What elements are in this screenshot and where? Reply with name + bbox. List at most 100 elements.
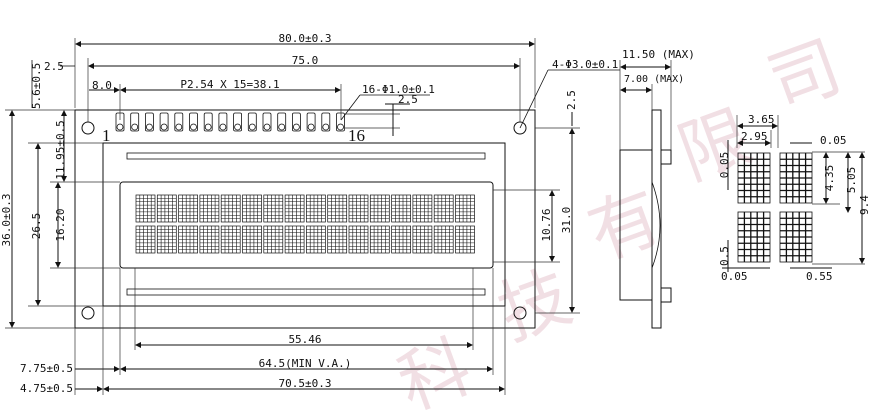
connector-pin <box>218 112 228 132</box>
char-cell <box>306 194 326 223</box>
detail-char-block <box>737 152 771 204</box>
char-cell <box>433 194 454 223</box>
dim-pin-holes: 16-Φ1.0±0.1 <box>362 83 435 96</box>
dim-viewing-top: 11.95±0.5 <box>54 120 67 180</box>
pin-label-first: 1 <box>102 126 111 145</box>
pin-hole <box>234 123 242 131</box>
char-cell <box>455 225 475 254</box>
connector-pin <box>306 112 316 132</box>
dim-pin-start: 8.0 <box>92 79 112 92</box>
front-view: 1 16 80.0±0.3 75.0 2.5 8.0 P2.54 X 15=38… <box>0 32 620 395</box>
connector-pin <box>247 112 257 132</box>
char-cell <box>433 225 454 254</box>
char-cell <box>412 194 433 223</box>
svg-text:有: 有 <box>578 175 672 276</box>
char-cell <box>284 225 305 254</box>
pin-hole <box>337 123 344 131</box>
detail-char-block <box>737 211 771 263</box>
dim-top-offset: 5.6±0.5 <box>30 63 43 109</box>
svg-text:科: 科 <box>388 325 482 418</box>
char-cell <box>391 225 411 254</box>
svg-text:司: 司 <box>758 25 852 126</box>
dim-overall-height: 36.0±0.3 <box>0 194 13 247</box>
char-cell <box>220 194 241 223</box>
dim-mount-holes: 4-Φ3.0±0.1 <box>552 58 618 71</box>
pin-label-last: 16 <box>348 126 365 145</box>
char-cell <box>369 194 390 223</box>
connector-pin <box>144 112 154 132</box>
svg-text:限: 限 <box>668 95 762 196</box>
pin-hole <box>292 123 300 131</box>
char-cell <box>178 225 198 254</box>
bezel-top-bar <box>126 152 486 160</box>
pin-hole <box>116 123 124 131</box>
char-cell <box>135 194 156 223</box>
dim-char-area-height: 10.76 <box>540 208 553 241</box>
side-module <box>619 149 653 301</box>
pin-hole <box>248 123 256 131</box>
pcb-outline <box>74 109 536 329</box>
dim-total-height: 9.4 <box>858 195 871 215</box>
pin-hole <box>131 123 139 131</box>
pin-hole <box>190 123 197 131</box>
char-cell <box>263 225 284 254</box>
dim-va-left: 7.75±0.5 <box>20 362 73 375</box>
dim-va-height: 16.20 <box>54 208 67 241</box>
pin-hole <box>204 123 212 131</box>
dim-va-width: 64.5(MIN V.A.) <box>259 357 352 370</box>
connector-pins <box>115 112 345 132</box>
pin-hole <box>307 123 315 131</box>
bezel-bottom-bar <box>126 288 486 296</box>
char-cell <box>455 194 475 223</box>
char-cell <box>306 225 326 254</box>
dim-char-area-width: 55.46 <box>288 333 321 346</box>
dim-pin-pitch: P2.54 X 15=38.1 <box>180 78 279 91</box>
dim-gap-bottom-left: 0.05 <box>721 270 748 283</box>
char-cell <box>199 194 220 223</box>
pin-hole <box>322 123 330 131</box>
connector-pin <box>277 112 287 132</box>
connector-pin <box>233 112 243 132</box>
dim-bezel-width: 70.5±0.3 <box>279 377 332 390</box>
connector-pin <box>336 112 345 132</box>
char-cell <box>263 194 284 223</box>
dim-gap-top: 0.05 <box>718 152 731 179</box>
char-cell <box>327 225 348 254</box>
char-cell <box>156 225 177 254</box>
connector-pin <box>291 112 301 132</box>
dim-module-thickness: 7.00 (MAX) <box>624 74 684 85</box>
char-cell <box>220 225 241 254</box>
pin-hole <box>160 123 168 131</box>
dim-max-thickness: 11.50 (MAX) <box>622 48 695 61</box>
connector-pin <box>130 112 140 132</box>
connector-pin <box>174 112 184 132</box>
pin-hole <box>278 123 286 131</box>
dim-hole-offset-x: 2.5 <box>44 60 64 73</box>
char-cell <box>135 225 156 254</box>
dim-dot-area-width: 2.95 <box>741 130 768 143</box>
dim-hole-pitch: 75.0 <box>292 54 319 67</box>
bezel-outline <box>102 142 506 307</box>
side-view: 11.50 (MAX) 7.00 (MAX) <box>619 48 695 329</box>
char-cell <box>348 194 369 223</box>
side-pin-bottom <box>660 287 672 303</box>
dim-right-offset: 2.5 <box>565 90 578 110</box>
char-detail-grids <box>737 152 813 263</box>
detail-char-block <box>779 211 813 263</box>
detail-char-block <box>779 152 813 204</box>
dim-char-width: 3.65 <box>748 113 775 126</box>
dim-char-height: 4.35 <box>823 165 836 192</box>
connector-pin <box>321 112 331 132</box>
char-cell <box>327 194 348 223</box>
char-cell <box>178 194 198 223</box>
char-cell <box>369 225 390 254</box>
char-detail: 3.65 2.95 0.05 0.05 4.35 5.05 9.4 0.5 0.… <box>718 113 871 283</box>
dim-bezel-height: 26.5 <box>30 213 43 240</box>
dim-overall-width: 80.0±0.3 <box>279 32 332 45</box>
pin-hole <box>145 123 153 131</box>
connector-pin <box>159 112 169 132</box>
char-cell <box>156 194 177 223</box>
viewing-area <box>119 181 494 269</box>
char-cell <box>412 225 433 254</box>
